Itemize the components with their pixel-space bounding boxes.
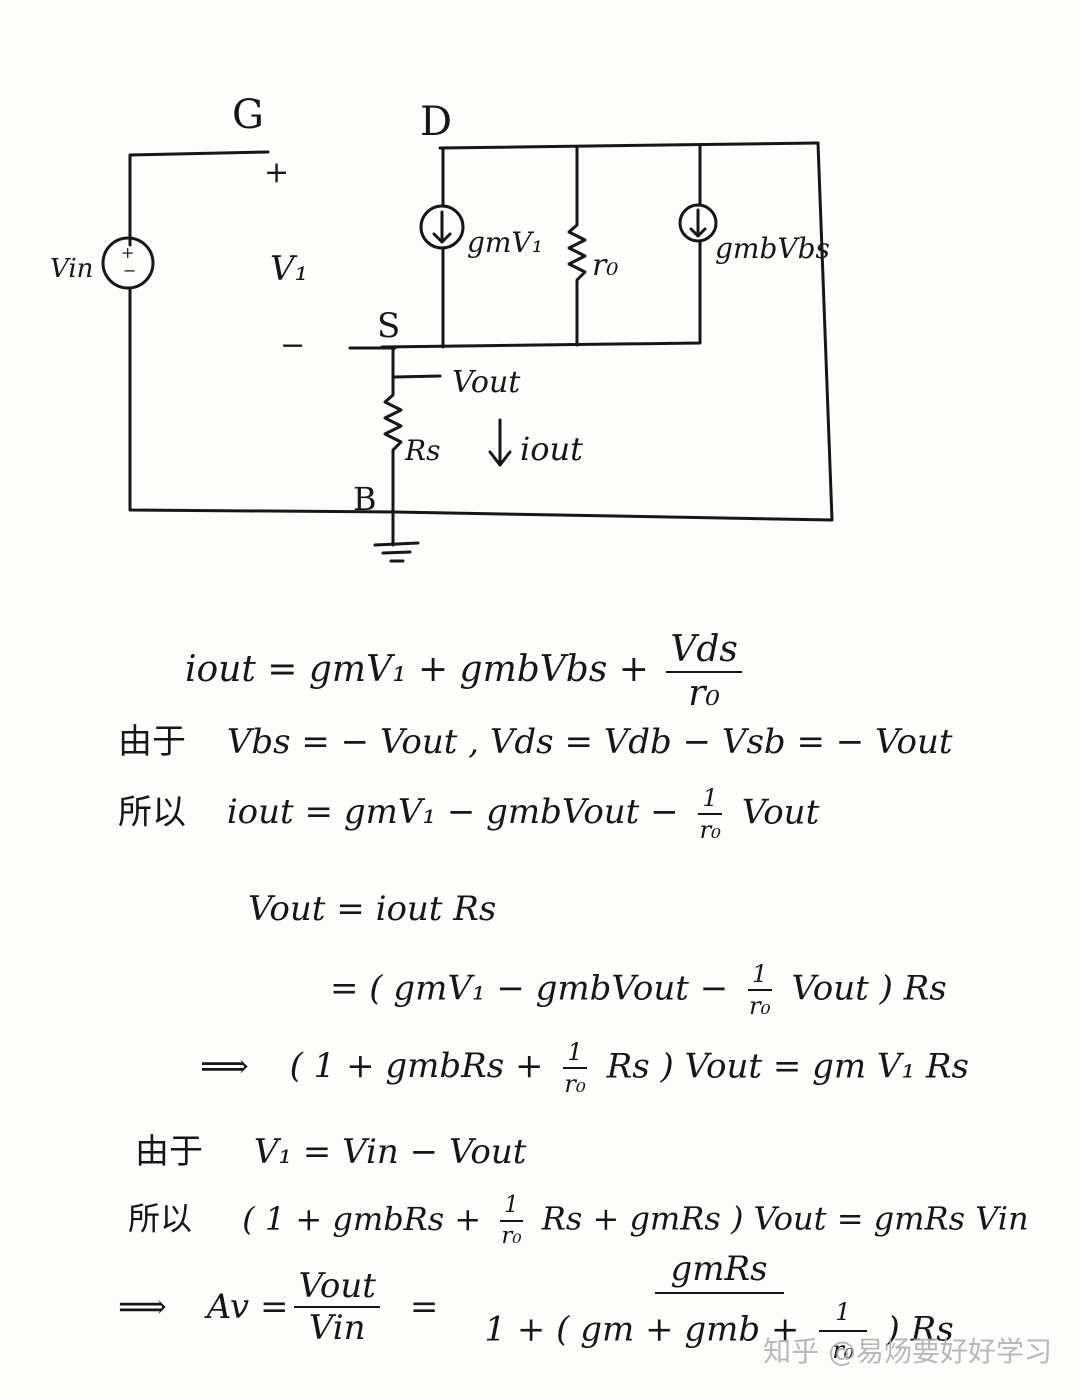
- equation-vbs-vds-text: Vbs = − Vout , Vds = Vdb − Vsb = − Vout: [226, 722, 953, 762]
- fraction-denominator: r₀: [501, 1223, 522, 1250]
- prefix-since: 由于: [118, 722, 186, 762]
- node-drain-label: D: [420, 99, 452, 145]
- iout-arrow-down-icon: [488, 418, 512, 467]
- wire-gmb-branch: [380, 145, 702, 349]
- gain-denominator: 1 + ( gm + gmb + 1 r₀ ) Rs: [468, 1294, 969, 1363]
- equation-iout-expanded: 所以 iout = gmV₁ − gmbVout − 1 r₀ Vout: [118, 785, 820, 845]
- vout-over-vin-fraction: Vout Vin: [294, 1269, 380, 1349]
- fraction-denominator: r₀: [699, 815, 721, 845]
- wire-rs-branch: [383, 346, 403, 547]
- fraction-numerator: 1: [819, 1299, 867, 1333]
- watermark: 知乎 @易炀要好好学习: [763, 1335, 1052, 1368]
- prefix-therefore: 所以: [128, 1199, 193, 1238]
- equation-v1-text: V₁ = Vin − Vout: [253, 1132, 527, 1172]
- fraction-denominator: r₀: [688, 673, 720, 714]
- equation-gain: ⟹ Av = Vout Vin = gmRs 1 + ( gm + gmb + …: [118, 1252, 976, 1363]
- gmb-arrow-down-icon: [689, 208, 707, 238]
- gain-symbol: Av =: [206, 1287, 289, 1328]
- gain-fraction: gmRs 1 + ( gm + gmb + 1 r₀ ) Rs: [468, 1252, 969, 1363]
- fraction-numerator: 1: [747, 961, 772, 992]
- equation-vout-substituted: = ( gmV₁ − gmbVout − 1 r₀ Vout ) Rs: [330, 961, 947, 1021]
- gm-current-source-circle: [419, 204, 465, 250]
- equation-iout: iout = gmV₁ + gmbVbs + Vds r₀: [185, 632, 748, 712]
- equation-iout-expanded-a: iout = gmV₁ − gmbVout −: [226, 792, 679, 833]
- prefix-therefore: 所以: [118, 792, 186, 833]
- equation-combined: 所以 ( 1 + gmbRs + 1 r₀ Rs + gmRs ) Vout =…: [128, 1193, 1029, 1250]
- wire-left-bottom: [128, 286, 397, 514]
- wire-ro-branch: [567, 146, 587, 347]
- equation-vout-substituted-a: = ( gmV₁ − gmbVout −: [330, 968, 729, 1009]
- gm-source-label: gmV₁: [467, 226, 543, 259]
- fraction-numerator: 1: [563, 1039, 587, 1070]
- gm-arrow-down-icon: [432, 210, 452, 244]
- vin-label: Vin: [50, 254, 93, 284]
- one-over-ro-fraction: 1 r₀: [816, 1299, 870, 1365]
- fraction-numerator: 1: [500, 1193, 523, 1223]
- gain-numerator: gmRs: [654, 1252, 784, 1294]
- small-signal-circuit-diagram: + − G D S B + − Vin V₁ g: [50, 92, 834, 563]
- wire-drain-top: [438, 141, 820, 150]
- gate-plus-label: +: [264, 155, 289, 190]
- one-over-ro-fraction: 1 r₀: [560, 1039, 590, 1099]
- v1-label: V₁: [270, 249, 308, 289]
- equation-combined-b: Rs + gmRs ) Vout = gmRs Vin: [541, 1199, 1029, 1238]
- gain-denominator-a: 1 + ( gm + gmb +: [484, 1309, 800, 1350]
- equation-v1: 由于 V₁ = Vin − Vout: [135, 1135, 526, 1169]
- fraction-denominator: r₀: [749, 991, 771, 1021]
- fraction-numerator: 1: [698, 785, 722, 816]
- one-over-ro-fraction: 1 r₀: [695, 785, 725, 845]
- implies-arrow: ⟹: [118, 1287, 167, 1328]
- node-source-label: S: [377, 306, 400, 346]
- gmb-source-label: gmbVbs: [715, 232, 830, 265]
- one-over-ro-fraction: 1 r₀: [745, 961, 775, 1021]
- vin-source-circle: [101, 236, 155, 290]
- vout-tap-line: [393, 374, 442, 379]
- vout-label: Vout: [452, 365, 521, 400]
- wire-body-right: [393, 141, 834, 522]
- one-over-ro-fraction: 1 r₀: [497, 1193, 525, 1250]
- node-gate-label: G: [232, 92, 264, 138]
- vds-over-ro-fraction: Vds r₀: [666, 632, 742, 712]
- equation-rearranged: ⟹ ( 1 + gmbRs + 1 r₀ Rs ) Vout = gm V₁ R…: [200, 1039, 969, 1099]
- equation-combined-a: ( 1 + gmbRs +: [242, 1199, 482, 1238]
- equation-vout-substituted-b: Vout ) Rs: [791, 968, 947, 1009]
- vin-minus-sign: −: [123, 261, 136, 280]
- gain-denominator-b: ) Rs: [886, 1309, 954, 1350]
- fraction-denominator: r₀: [564, 1069, 586, 1099]
- rs-label: Rs: [404, 434, 440, 467]
- vin-plus-sign: +: [121, 243, 134, 262]
- implies-arrow: ⟹: [200, 1046, 249, 1087]
- prefix-since: 由于: [135, 1132, 203, 1172]
- equation-vout: Vout = iout Rs: [248, 892, 496, 926]
- fraction-denominator: Vin: [308, 1308, 366, 1349]
- equals-sign: =: [409, 1287, 439, 1328]
- equation-iout-lhs: iout = gmV₁ + gmbVbs +: [185, 649, 649, 690]
- equation-rearranged-b: Rs ) Vout = gm V₁ Rs: [606, 1046, 969, 1087]
- ground-icon: [373, 541, 420, 563]
- wire-gate: [128, 150, 270, 247]
- node-body-label: B: [353, 480, 377, 518]
- fraction-numerator: Vds: [666, 632, 742, 673]
- gmb-current-source-circle: [678, 203, 718, 243]
- equation-vbs-vds: 由于 Vbs = − Vout , Vds = Vdb − Vsb = − Vo…: [118, 725, 953, 759]
- fraction-numerator: Vout: [294, 1269, 380, 1309]
- equation-rearranged-a: ( 1 + gmbRs +: [289, 1046, 544, 1087]
- ro-label: r₀: [592, 248, 618, 283]
- equation-vout-text: Vout = iout Rs: [248, 889, 497, 929]
- fraction-denominator: r₀: [832, 1335, 854, 1365]
- iout-label: iout: [520, 430, 583, 468]
- gate-minus-label: −: [280, 328, 305, 363]
- equation-iout-expanded-b: Vout: [741, 792, 820, 833]
